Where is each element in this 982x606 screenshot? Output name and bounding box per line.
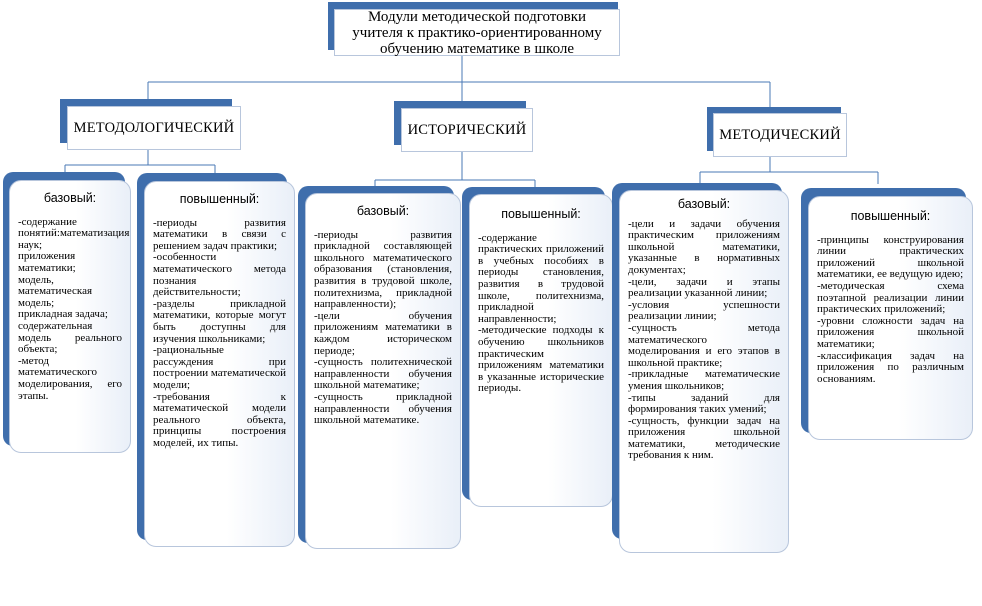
module-heading-methodological: МЕТОДОЛОГИЧЕСКИЙ: [67, 106, 241, 150]
card-methodic-advanced: повышенный: -принципы конструирования ли…: [808, 196, 973, 440]
list-item: -условия успешности реализации линии;: [628, 298, 780, 323]
list-item: -сущность прикладной направленности обуч…: [314, 390, 452, 427]
list-item: -сущность метода математического моделир…: [628, 321, 780, 369]
card-text: -содержание практических приложений в уч…: [478, 231, 604, 395]
list-item: -особенности математического метода позн…: [153, 251, 286, 299]
card-text: -содержание понятий:математизация наук; …: [18, 215, 130, 403]
list-item: -разделы прикладной математики, которые …: [153, 297, 286, 345]
diagram-title: Модули методической подготовки учителя к…: [334, 9, 620, 57]
card-methodological-basic: базовый: -содержание понятий:математизац…: [9, 180, 131, 453]
card-methodological-advanced: повышенный: -периоды развития математики…: [144, 181, 295, 547]
list-item: -периоды развития прикладной составляюще…: [314, 228, 452, 311]
list-item: -метод математического моделирования, ег…: [18, 354, 122, 402]
list-item: -требования к математической модели реал…: [153, 390, 286, 449]
card-text: -принципы конструирования линии практиче…: [817, 233, 964, 386]
list-item: -методическая схема поэтапной реализации…: [817, 279, 964, 316]
level-label: базовый:: [677, 197, 731, 211]
list-item: -типы заданий для формирования таких уме…: [628, 391, 780, 416]
list-item: -принципы конструирования линии практиче…: [817, 233, 964, 281]
list-item: -сущность, функции задач на приложения ш…: [628, 414, 780, 462]
module-heading-methodic: МЕТОДИЧЕСКИЙ: [713, 113, 847, 157]
list-item: -рациональные рассуждения при построении…: [153, 344, 287, 391]
list-item: -методические подходы к обучению школьни…: [478, 324, 604, 395]
list-item: содержательная модель реального объекта;: [18, 319, 122, 356]
level-label: повышенный:: [850, 209, 931, 223]
list-item: модель, математическая модель;: [18, 273, 93, 309]
list-item: -содержание понятий:математизация наук;: [18, 215, 130, 251]
level-label: базовый:: [356, 204, 410, 218]
list-item: -классификация задач на приложения по ра…: [817, 349, 964, 385]
list-item: -периоды развития математики в связи с р…: [153, 216, 286, 252]
level-label: базовый:: [43, 191, 97, 205]
list-item: -цели и задачи обучения практическим при…: [628, 217, 780, 276]
list-item: приложения математики;: [18, 250, 76, 274]
list-item: прикладная задача;: [18, 308, 108, 321]
card-historical-advanced: повышенный: -содержание практических при…: [469, 194, 613, 507]
list-item: -цели, задачи и этапы реализации указанн…: [628, 275, 780, 300]
list-item: -уровни сложности задач на приложения шк…: [817, 314, 964, 350]
card-methodic-basic: базовый: -цели и задачи обучения практич…: [619, 190, 789, 553]
list-item: -прикладные математические умения школьн…: [628, 368, 780, 392]
card-text: -цели и задачи обучения практическим при…: [628, 217, 780, 462]
module-heading-historical: ИСТОРИЧЕСКИЙ: [401, 108, 533, 152]
level-label: повышенный:: [179, 192, 260, 206]
list-item: -сущность политехнической направленности…: [314, 356, 452, 392]
card-historical-basic: базовый: -периоды развития прикладной со…: [305, 193, 461, 549]
list-item: -содержание практических приложений в уч…: [478, 231, 604, 325]
card-text: -периоды развития прикладной составляюще…: [314, 228, 452, 427]
card-text: -периоды развития математики в связи с р…: [153, 216, 287, 450]
list-item: -цели обучения приложениям математики в …: [314, 309, 452, 357]
level-label: повышенный:: [501, 207, 581, 221]
